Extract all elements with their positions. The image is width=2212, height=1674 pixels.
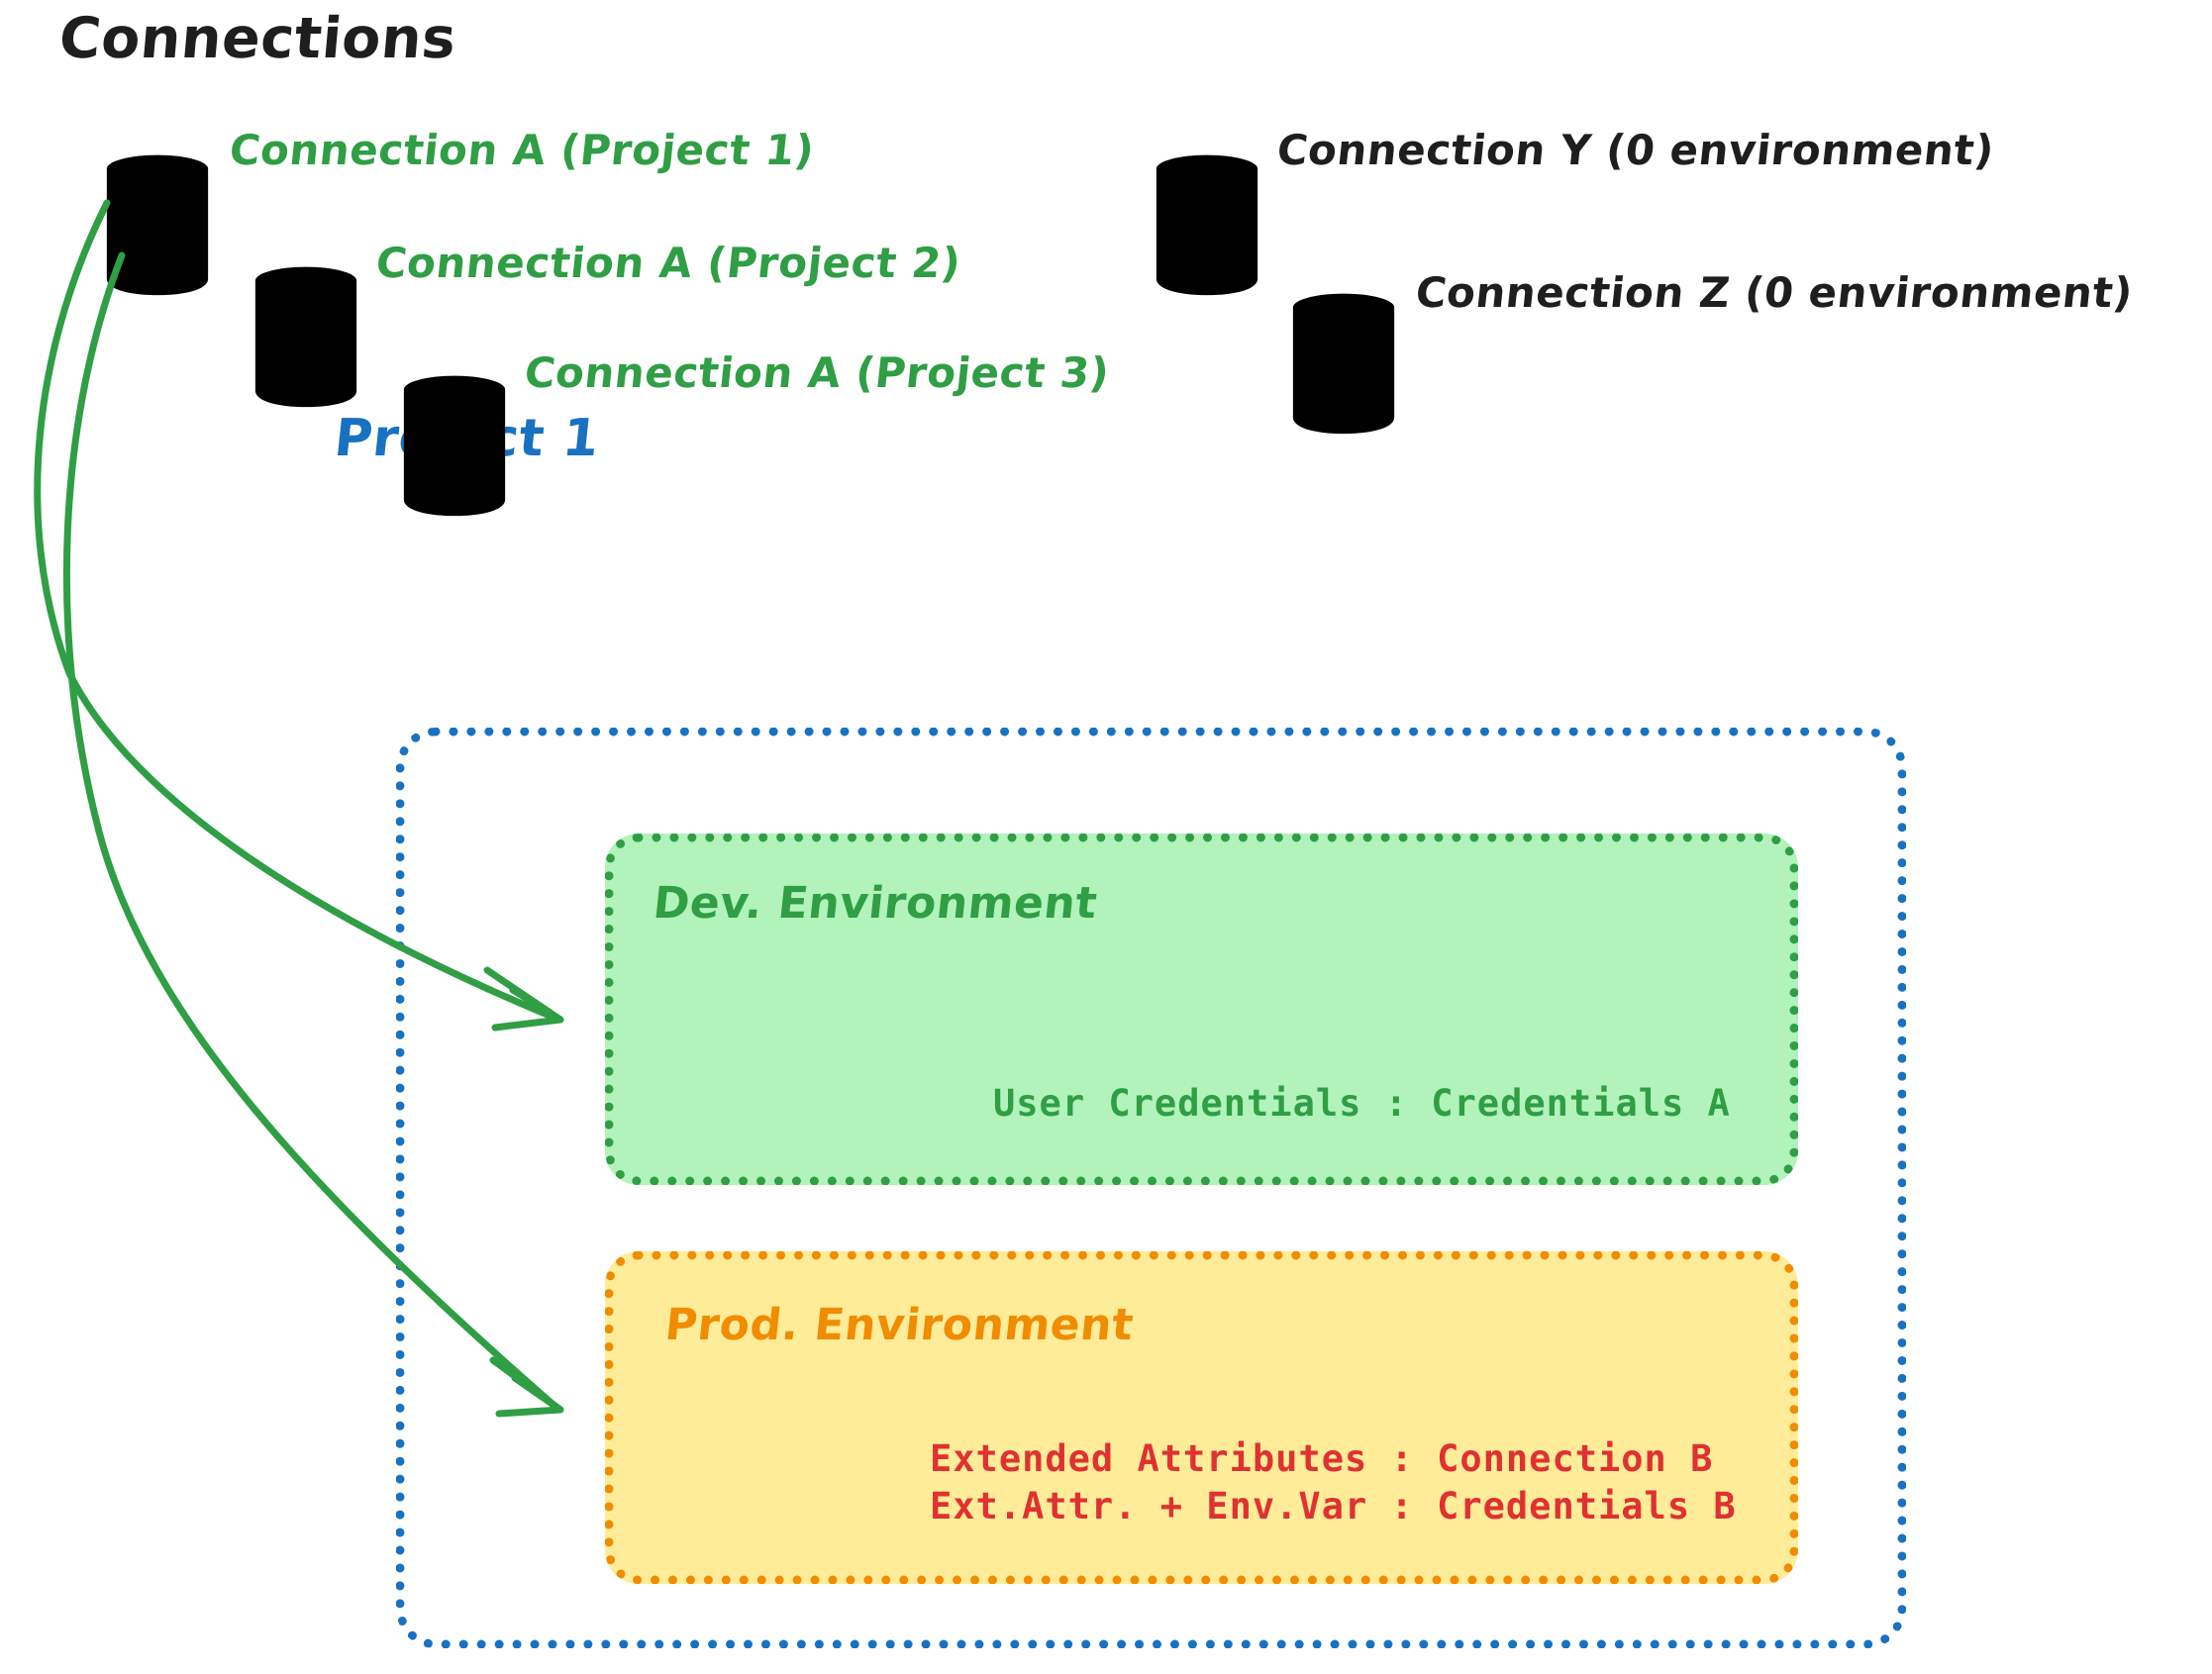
dev-user-credentials-line: User Credentials : Credentials A xyxy=(993,1082,1731,1125)
dev-environment-box xyxy=(605,834,1798,1185)
database-icon-connection-y xyxy=(1156,154,1258,296)
prod-environment-box xyxy=(605,1251,1798,1584)
database-icon-connection-a-project-2 xyxy=(254,266,357,408)
page-title: Connections xyxy=(56,6,459,71)
project-title: Project 1 xyxy=(331,409,603,468)
prod-extended-attributes-line: Extended Attributes : Connection B xyxy=(930,1437,1714,1480)
dev-environment-title: Dev. Environment xyxy=(651,878,1100,929)
connection-label-y: Connection Y (0 environment) xyxy=(1274,126,1997,174)
database-icon-connection-a-project-1 xyxy=(106,154,209,296)
connection-label-a-project-1: Connection A (Project 1) xyxy=(227,126,817,174)
database-icon-connection-z xyxy=(1292,293,1395,435)
connection-label-a-project-3: Connection A (Project 3) xyxy=(522,348,1112,397)
connection-label-z: Connection Z (0 environment) xyxy=(1413,268,2136,317)
prod-environment-title: Prod. Environment xyxy=(662,1300,1137,1350)
connection-label-a-project-2: Connection A (Project 2) xyxy=(373,239,963,287)
prod-ext-attr-env-var-line: Ext.Attr. + Env.Var : Credentials B xyxy=(930,1485,1737,1527)
